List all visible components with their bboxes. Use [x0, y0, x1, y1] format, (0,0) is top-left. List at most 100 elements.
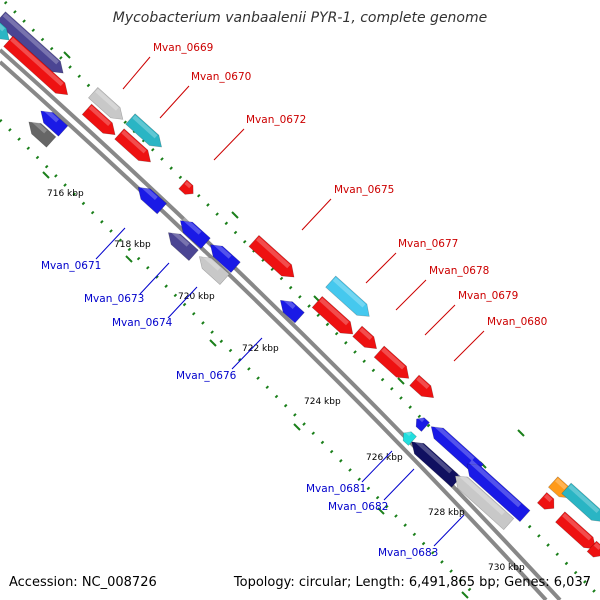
cds-feature-highlight	[544, 493, 553, 503]
cds-feature[interactable]	[0, 11, 68, 79]
label-leader	[424, 304, 456, 336]
cds-feature-highlight	[319, 297, 350, 326]
cds-feature-highlight	[418, 415, 425, 423]
cds-feature-highlight	[121, 130, 147, 154]
cds-feature[interactable]	[36, 106, 69, 137]
cds-feature-highlight	[88, 105, 111, 127]
forward-label-group: Mvan_0669 Mvan_0670 Mvan_0672 Mvan_0675 …	[153, 42, 547, 328]
cds-feature-highlight	[332, 277, 366, 308]
major-tick	[377, 507, 385, 515]
cds-feature-highlight	[140, 183, 158, 201]
cds-feature[interactable]	[462, 458, 531, 523]
cds-feature[interactable]	[0, 14, 14, 45]
kbp-label: 720 kbp	[178, 292, 215, 302]
gene-label[interactable]: Mvan_0680	[487, 316, 547, 328]
cds-feature[interactable]	[206, 239, 241, 274]
label-leader	[213, 128, 245, 161]
gene-label[interactable]: Mvan_0673	[84, 293, 144, 305]
cds-feature-highlight	[256, 236, 291, 269]
gene-label[interactable]: Mvan_0675	[334, 184, 394, 196]
cds-feature[interactable]	[248, 234, 299, 282]
major-tick	[209, 339, 217, 347]
label-leader	[395, 279, 427, 311]
major-tick	[125, 255, 133, 263]
cds-feature-highlight	[381, 347, 406, 370]
kbp-label: 728 kbp	[428, 508, 465, 518]
label-leader	[361, 450, 393, 483]
kbp-label: 716 kbp	[47, 189, 84, 199]
gene-label[interactable]: Mvan_0676	[176, 370, 237, 382]
cds-feature[interactable]	[3, 35, 73, 100]
backbone-line	[0, 48, 562, 600]
cds-feature[interactable]	[555, 511, 600, 555]
cds-feature-highlight	[95, 88, 119, 111]
kbp-label: 730 kbp	[488, 563, 525, 573]
cds-feature-highlight	[42, 107, 59, 123]
cds-feature[interactable]	[164, 227, 199, 262]
label-leader	[95, 227, 126, 260]
cds-feature-highlight	[457, 471, 505, 516]
major-tick	[517, 429, 525, 437]
kbp-label: 724 kbp	[304, 397, 341, 407]
label-leader	[122, 56, 151, 90]
gene-label[interactable]: Mvan_0677	[398, 238, 458, 250]
cds-feature[interactable]	[114, 128, 156, 168]
accession-text: Accession: NC_008726	[9, 575, 157, 590]
cds-feature[interactable]	[413, 415, 430, 432]
gene-label[interactable]: Mvan_0672	[246, 114, 306, 126]
cds-feature-highlight	[10, 37, 64, 87]
major-tick	[397, 377, 405, 385]
gene-label[interactable]: Mvan_0679	[458, 290, 518, 302]
gene-label[interactable]: Mvan_0669	[153, 42, 213, 54]
cds-feature[interactable]	[178, 179, 197, 198]
cds-feature[interactable]	[561, 482, 600, 527]
cds-feature[interactable]	[125, 113, 167, 153]
gene-label[interactable]: Mvan_0674	[112, 317, 173, 329]
gene-label[interactable]: Mvan_0678	[429, 265, 489, 277]
cds-feature-highlight	[132, 115, 158, 139]
cds-feature[interactable]	[450, 470, 515, 531]
cds-feature[interactable]	[536, 492, 558, 513]
cds-feature[interactable]	[325, 275, 375, 322]
cds-feature-highlight	[433, 422, 475, 461]
cds-feature[interactable]	[133, 182, 167, 215]
gene-label[interactable]: Mvan_0683	[378, 547, 438, 559]
major-tick	[231, 211, 239, 219]
cds-feature[interactable]	[373, 345, 414, 384]
kbp-label: 722 kbp	[242, 344, 279, 354]
cds-feature[interactable]	[407, 437, 462, 488]
cds-feature[interactable]	[409, 374, 439, 403]
cds-feature[interactable]	[88, 86, 127, 124]
cds-feature[interactable]	[176, 215, 211, 250]
kbp-label: 718 kbp	[114, 240, 151, 250]
genome-backbone	[0, 48, 562, 600]
kbp-label-group: 716 kbp 718 kbp 720 kbp 722 kbp 724 kbp …	[47, 189, 525, 573]
cds-feature[interactable]	[276, 295, 305, 324]
gene-label[interactable]: Mvan_0670	[191, 71, 251, 83]
cds-feature-highlight	[282, 296, 296, 310]
gene-label[interactable]: Mvan_0681	[306, 483, 366, 495]
gene-label[interactable]: Mvan_0682	[328, 501, 388, 513]
cds-feature-highlight	[212, 240, 232, 259]
gene-label[interactable]: Mvan_0671	[41, 260, 101, 272]
backbone-line	[0, 60, 548, 600]
label-leader	[167, 286, 198, 319]
label-leader	[433, 514, 465, 547]
cds-feature-highlight	[562, 513, 592, 541]
cds-feature[interactable]	[586, 540, 600, 561]
cds-feature-highlight	[2, 13, 60, 65]
cds-feature[interactable]	[81, 103, 120, 140]
label-leader-group	[95, 56, 485, 547]
cds-feature[interactable]	[352, 325, 382, 354]
cds-feature-highlight	[182, 216, 202, 235]
cds-feature-highlight	[170, 228, 190, 247]
cds-feature-highlight	[184, 181, 192, 189]
cds-feature[interactable]	[195, 251, 230, 286]
cds-feature-highlight	[593, 542, 600, 550]
cds-feature[interactable]	[311, 295, 358, 339]
cds-feature[interactable]	[24, 117, 57, 148]
cds-feature-highlight	[359, 327, 373, 341]
cds-feature[interactable]	[400, 429, 417, 446]
cds-feature-highlight	[568, 484, 600, 514]
